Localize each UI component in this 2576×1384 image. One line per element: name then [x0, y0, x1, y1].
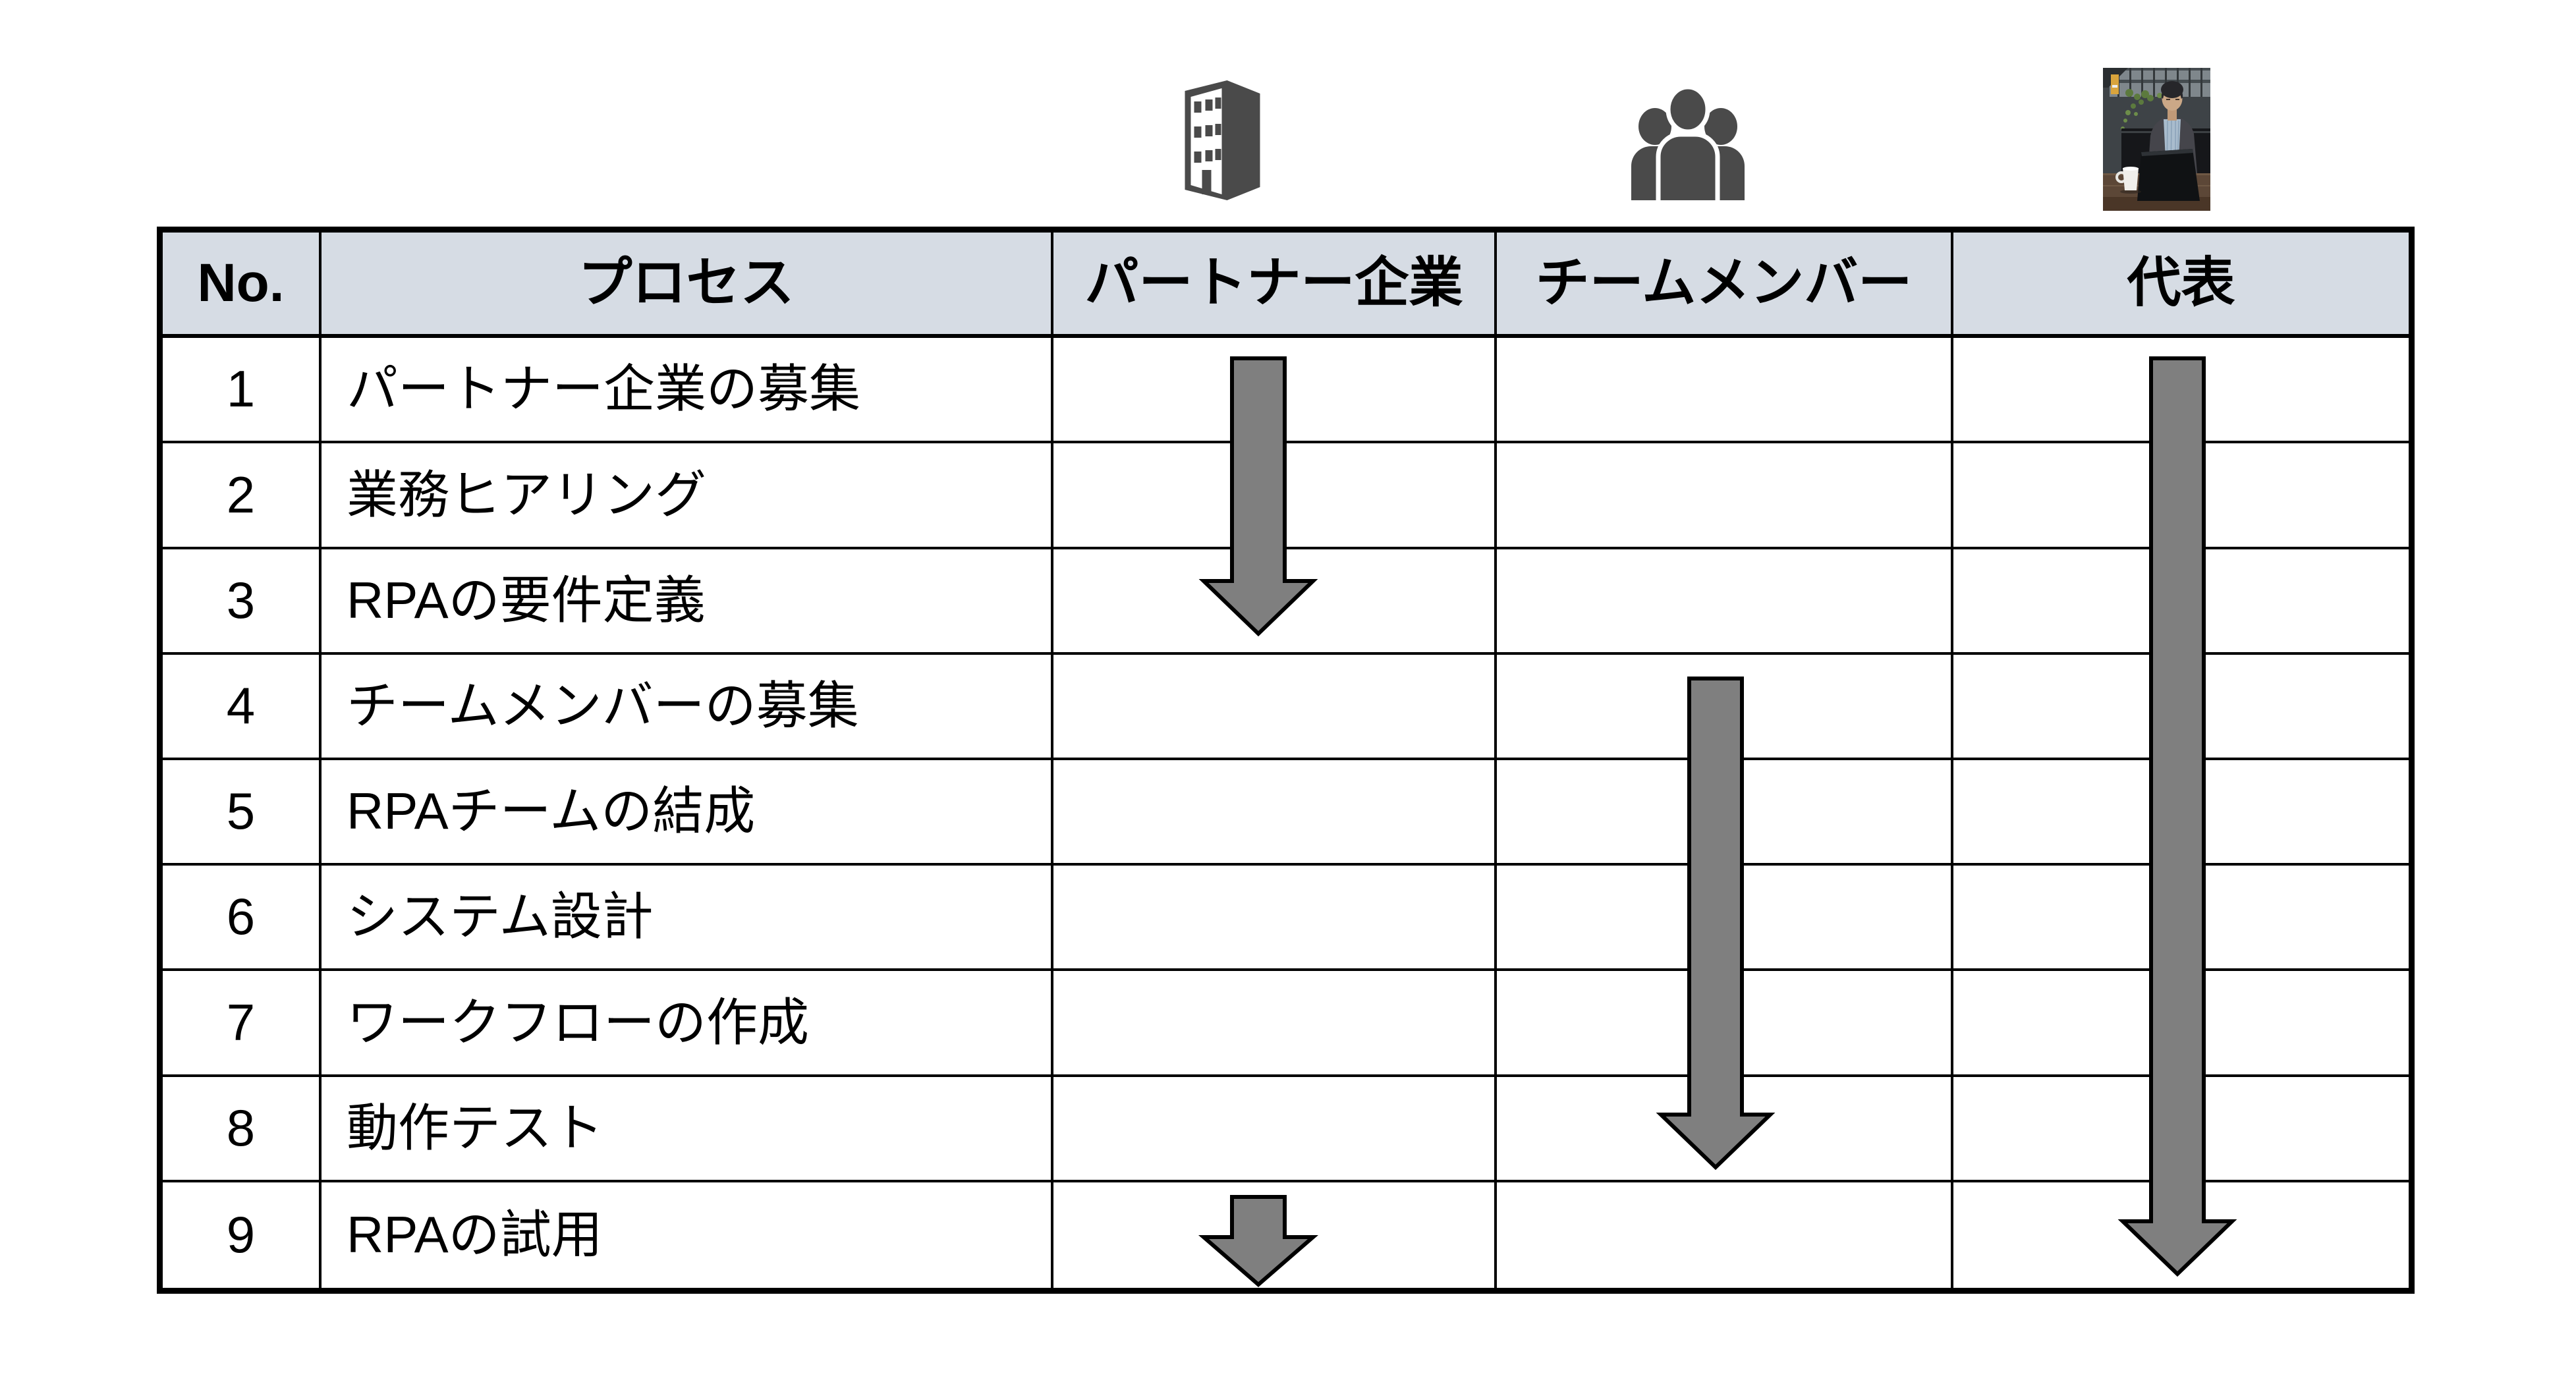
row-2-representative-cell [1953, 443, 2409, 549]
row-8-team-cell [1497, 1076, 1953, 1182]
row-6-team-cell [1497, 866, 1953, 972]
row-3-partner-cell [1053, 549, 1497, 655]
row-8-partner-cell [1053, 1076, 1497, 1182]
row-2-number-cell: 2 [163, 443, 322, 549]
row-4-process-cell: チームメンバーの募集 [322, 654, 1053, 760]
header-process: プロセス [322, 233, 1053, 339]
representative-photo [2103, 68, 2210, 211]
row-6-representative-cell [1953, 866, 2409, 972]
row-5-number-cell: 5 [163, 760, 322, 866]
row-1-partner-cell [1053, 338, 1497, 444]
header-team-members: チームメンバー [1497, 233, 1953, 339]
row-6-partner-cell [1053, 866, 1497, 972]
row-8-number-cell: 8 [163, 1076, 322, 1182]
row-5-process-cell: RPAチームの結成 [322, 760, 1053, 866]
header-representative: 代表 [1953, 233, 2409, 339]
row-9-number-cell: 9 [163, 1182, 322, 1288]
header-no: No. [163, 233, 322, 339]
people-group-icon [1631, 84, 1745, 200]
row-1-team-cell [1497, 338, 1953, 444]
row-4-partner-cell [1053, 654, 1497, 760]
building-icon [1185, 80, 1260, 200]
row-7-representative-cell [1953, 971, 2409, 1077]
row-9-team-cell [1497, 1182, 1953, 1288]
row-6-number-cell: 6 [163, 866, 322, 972]
row-8-representative-cell [1953, 1077, 2409, 1182]
row-8-process-cell: 動作テスト [322, 1076, 1053, 1182]
row-1-representative-cell [1953, 338, 2409, 444]
row-7-process-cell: ワークフローの作成 [322, 971, 1053, 1077]
row-4-team-cell [1497, 654, 1953, 760]
row-5-representative-cell [1953, 760, 2409, 866]
row-3-team-cell [1497, 549, 1953, 655]
row-9-partner-cell [1053, 1182, 1497, 1288]
row-2-process-cell: 業務ヒアリング [322, 443, 1053, 549]
row-3-process-cell: RPAの要件定義 [322, 549, 1053, 655]
row-6-process-cell: システム設計 [322, 866, 1053, 972]
row-1-process-cell: パートナー企業の募集 [322, 338, 1053, 444]
row-4-number-cell: 4 [163, 654, 322, 760]
row-5-team-cell [1497, 760, 1953, 866]
row-2-team-cell [1497, 443, 1953, 549]
row-3-representative-cell [1953, 549, 2409, 655]
header-partner-company: パートナー企業 [1053, 233, 1497, 339]
row-3-number-cell: 3 [163, 549, 322, 655]
row-9-representative-cell [1953, 1182, 2409, 1288]
row-4-representative-cell [1953, 655, 2409, 760]
row-2-partner-cell [1053, 443, 1497, 549]
row-7-number-cell: 7 [163, 971, 322, 1077]
row-9-process-cell: RPAの試用 [322, 1182, 1053, 1288]
row-7-partner-cell [1053, 971, 1497, 1077]
row-1-number-cell: 1 [163, 338, 322, 444]
row-7-team-cell [1497, 971, 1953, 1077]
row-5-partner-cell [1053, 760, 1497, 866]
